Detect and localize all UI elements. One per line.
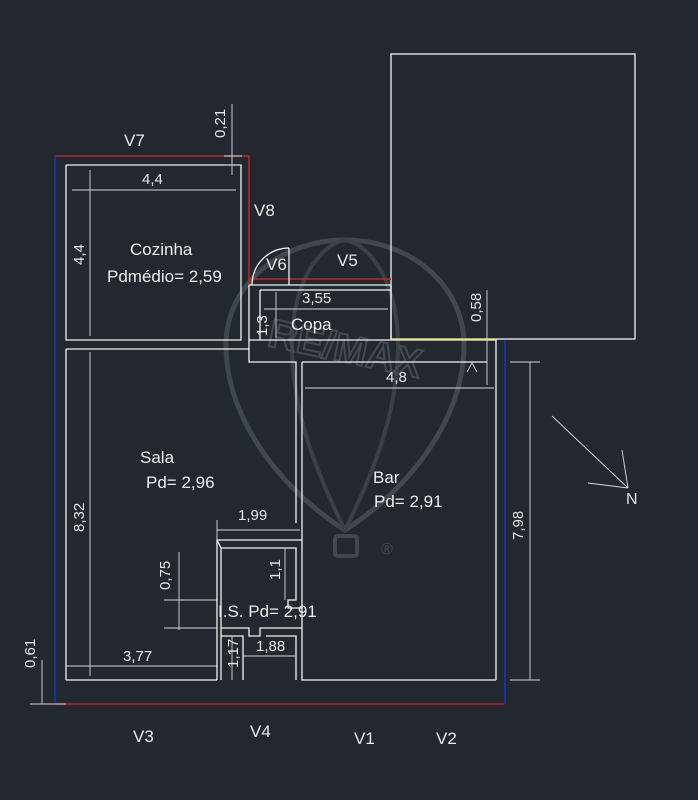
room-name-copa: Copa [291,315,332,334]
view-label-v6: V6 [266,255,287,274]
dim-1-17: 1,17 [225,639,242,668]
dimension-lines [30,104,540,705]
dim-1-99: 1,99 [238,507,267,524]
dim-4-4-horizontal: 4,4 [142,171,163,188]
view-label-v8: V8 [254,201,275,220]
room-name-is: I.S. Pd= 2,91 [218,602,317,621]
north-arrow-icon: N [551,415,638,508]
room-ceiling-cozinha: Pdmédio= 2,59 [107,267,222,286]
view-label-v7: V7 [124,131,145,150]
door-swing [251,247,290,286]
dim-0-58: 0,58 [468,293,485,322]
dim-3-55: 3,55 [302,290,331,307]
dim-4-8: 4,8 [386,369,407,386]
room-name-cozinha: Cozinha [130,240,193,259]
dim-7-98: 7,98 [510,511,527,540]
room-ceiling-sala: Pd= 2,96 [146,473,215,492]
annex-block [390,53,636,340]
dim-0-75: 0,75 [157,561,174,590]
compass-label: N [626,491,638,508]
room-name-sala: Sala [140,448,175,467]
registered-mark: ® [381,541,393,558]
dim-0-61: 0,61 [22,639,39,668]
dim-8-32: 8,32 [71,503,88,532]
dim-1-3: 1,3 [254,315,271,336]
dim-1-1: 1,1 [267,559,284,580]
view-label-v1: V1 [354,729,375,748]
walls [65,164,497,681]
dim-1-88: 1,88 [256,638,285,655]
room-ceiling-bar: Pd= 2,91 [374,492,443,511]
dim-3-77: 3,77 [123,648,152,665]
room-name-bar: Bar [373,468,400,487]
dim-4-4-vertical: 4,4 [71,244,88,265]
view-label-v2: V2 [436,729,457,748]
view-label-v3: V3 [133,727,154,746]
view-label-v4: V4 [250,722,271,741]
view-label-v5: V5 [337,251,358,270]
dim-0-21: 0,21 [212,109,229,138]
